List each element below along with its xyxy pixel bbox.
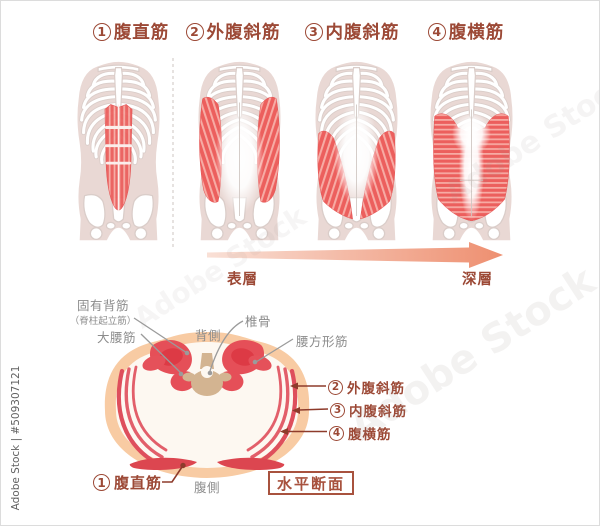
horizontal-section-title-box: 水平断面 xyxy=(268,471,354,495)
label-superficial-layer: 表層 xyxy=(227,272,258,288)
muscle-transversus-abdominis xyxy=(433,109,510,222)
lateral-muscle-layers-right xyxy=(246,365,298,467)
circled-number-3: 3 xyxy=(304,22,323,41)
panel-header-label: 内腹斜筋 xyxy=(325,23,400,43)
red-leader-lines xyxy=(162,385,329,483)
gray-leader-dots xyxy=(178,350,258,377)
muscle-external-oblique xyxy=(199,96,280,217)
depth-gradient-arrow xyxy=(207,242,503,268)
label-ventral-side: 腹側 xyxy=(194,480,221,495)
cs-label-transversus: 4 腹横筋 xyxy=(329,423,392,443)
panel-header-label: 外腹斜筋 xyxy=(206,23,281,43)
quadratus-lumborum-muscles xyxy=(142,355,272,371)
muscle-rectus-abdominis xyxy=(104,104,133,212)
torso-panel-rectus-abdominis xyxy=(77,62,159,240)
torso-panel-internal-oblique xyxy=(315,62,397,240)
panel-header-external-oblique: 2 外腹斜筋 xyxy=(163,19,303,44)
gray-leader-lines xyxy=(133,317,294,374)
label-erector-spinae-sub: （脊柱起立筋） xyxy=(69,316,137,327)
body-inner-cavity xyxy=(115,342,299,468)
label-deep-layer: 深層 xyxy=(462,272,493,288)
panel-header-internal-oblique: 3 内腹斜筋 xyxy=(282,19,422,44)
circled-number-1: 1 xyxy=(93,474,110,491)
cs-label-rectus: 1 腹直筋 xyxy=(93,472,162,493)
torso-panel-transversus-abdominis xyxy=(430,62,512,240)
cs-label-external-oblique: 2 外腹斜筋 xyxy=(328,377,405,397)
cs-label-internal-oblique: 3 内腹斜筋 xyxy=(330,400,407,420)
label-dorsal-side: 背側 xyxy=(195,328,222,343)
circled-number-1: 1 xyxy=(92,22,111,41)
lateral-muscle-layers-left xyxy=(116,365,168,467)
torso-panel-external-oblique xyxy=(198,62,280,240)
cross-section-diagram xyxy=(104,317,329,483)
circled-number-4: 4 xyxy=(329,425,344,441)
circled-number-3: 3 xyxy=(330,402,345,418)
panel-header-rectus: 1 腹直筋 xyxy=(61,19,201,44)
circled-number-4: 4 xyxy=(427,22,446,41)
rectus-abdominis-cross xyxy=(129,457,285,470)
muscle-internal-oblique xyxy=(317,100,396,220)
label-psoas-major: 大腰筋 xyxy=(97,330,137,345)
label-intrinsic-back-muscle: 固有背筋 （脊柱起立筋） xyxy=(65,295,141,327)
panel-header-label: 腹直筋 xyxy=(113,23,170,43)
label-vertebra: 椎骨 xyxy=(245,314,272,329)
panel-header-label: 腹横筋 xyxy=(448,23,505,43)
label-quadratus-lumborum: 腰方形筋 xyxy=(296,334,349,349)
circled-number-2: 2 xyxy=(328,379,343,395)
circled-number-2: 2 xyxy=(185,22,204,41)
panel-header-transversus: 4 腹横筋 xyxy=(396,19,536,44)
vertebra-bone xyxy=(182,353,232,396)
red-leader-arrowheads xyxy=(180,382,300,469)
